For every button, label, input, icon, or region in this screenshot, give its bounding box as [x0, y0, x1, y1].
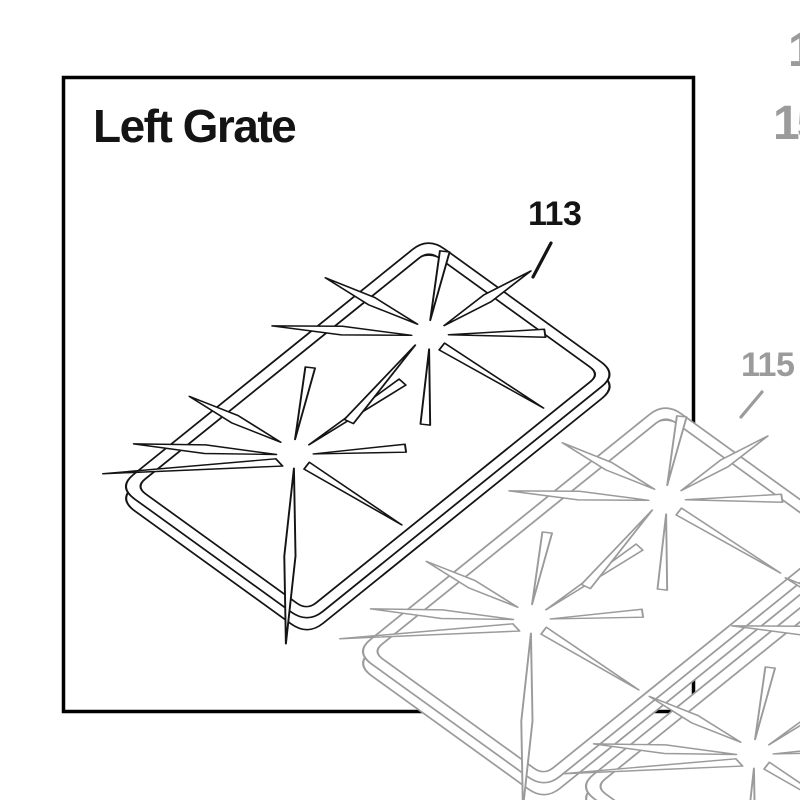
detail-box-outline [61, 75, 696, 714]
part-label-115[interactable]: 115 [741, 346, 795, 384]
clipped-part-label-top: 1 [788, 27, 800, 75]
clipped-part-label-middle: 15 [773, 97, 800, 150]
detail-box-title: Left Grate [93, 100, 297, 152]
part-label-113[interactable]: 113 [528, 195, 582, 233]
callout-leader-113 [531, 241, 553, 279]
callout-leader-115 [739, 390, 764, 419]
